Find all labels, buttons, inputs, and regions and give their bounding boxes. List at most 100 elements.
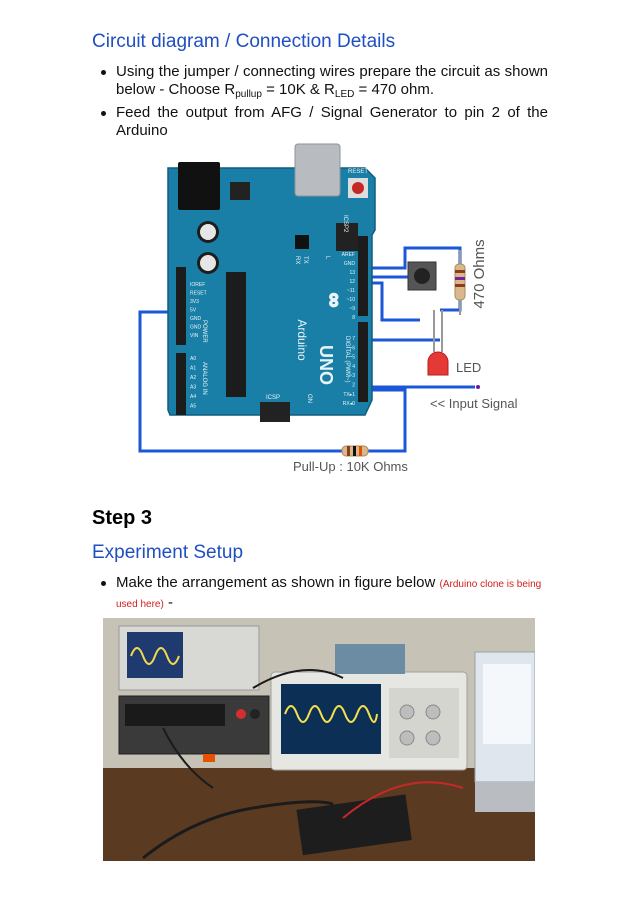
pin-label: VIN — [190, 333, 199, 339]
resistor-body — [454, 263, 466, 301]
pin-label: ~11 — [347, 288, 355, 294]
pin-label: GND — [190, 325, 202, 331]
bullet-text: = 10K & R — [261, 81, 335, 98]
icsp-label: ICSP — [266, 395, 280, 401]
resistor-band — [455, 270, 465, 273]
pin-label: A2 — [190, 375, 196, 381]
usb-chip — [295, 235, 309, 249]
pin-label: ~3 — [349, 373, 355, 379]
pin-label: 13 — [349, 270, 355, 276]
analog-header — [176, 353, 186, 415]
power-header — [176, 267, 186, 345]
icsp-header — [260, 402, 290, 422]
cable — [162, 727, 214, 789]
setup-photo — [103, 618, 535, 861]
list-item: Make the arrangement as shown in figure … — [92, 574, 548, 614]
afg-wave — [130, 647, 180, 665]
rx-label: RX — [294, 256, 300, 264]
pin-label: 12 — [349, 279, 355, 285]
scope-knob — [399, 704, 415, 720]
psu-terminal — [250, 709, 260, 719]
digital-label: DIGITAL (PWM~) — [344, 336, 350, 383]
icsp2-header — [336, 223, 358, 251]
tx-label: TX — [302, 256, 308, 264]
l-label: L — [324, 256, 330, 260]
wire-5v-pullup — [138, 310, 407, 453]
orange-clip — [203, 754, 215, 762]
bullet-text: Make the arrangement as shown in figure … — [116, 574, 440, 591]
pin-label: RX◂0 — [343, 401, 355, 407]
psu-display — [125, 704, 225, 726]
pin-label: ~9 — [349, 306, 355, 312]
list-item: Using the jumper / connecting wires prep… — [92, 63, 548, 104]
pin-label: GND — [190, 316, 202, 322]
board-outline — [167, 167, 376, 416]
resistor-470 — [454, 250, 466, 315]
capacitor-top — [200, 224, 216, 240]
pin-label: ~5 — [349, 355, 355, 361]
subscript: pullup — [235, 89, 262, 100]
pin-label: 8 — [352, 315, 355, 321]
led-label: LED — [456, 360, 481, 375]
section-heading-circuit: Circuit diagram / Connection Details — [92, 31, 396, 52]
bullet-icon — [101, 111, 106, 116]
pin-label: A1 — [190, 366, 196, 372]
bullet-icon — [101, 70, 106, 75]
laptop-window — [483, 664, 531, 744]
pin-label: 3V3 — [190, 299, 199, 305]
pin-label: 4 — [352, 364, 355, 370]
analog-in-label: ANALOG IN — [201, 362, 207, 395]
led-body — [427, 351, 449, 376]
usb-port — [294, 143, 341, 197]
pin-label: 2 — [352, 383, 355, 389]
pin-label: RESET — [190, 291, 207, 297]
board-brand: Arduino — [295, 319, 309, 361]
cable — [252, 669, 344, 689]
laptop-base — [475, 782, 535, 812]
digital-header — [358, 322, 368, 402]
reset-button — [352, 182, 364, 194]
button-cap — [414, 268, 430, 284]
resistor-band — [353, 446, 356, 456]
list-item: Feed the output from AFG / Signal Genera… — [92, 104, 548, 140]
pin-label: A3 — [190, 385, 196, 391]
pin-labels: IOREFRESET3V35VGNDGNDVINA0A1A2A3A4A5AREF… — [190, 252, 355, 410]
circuit-bullet-list: Using the jumper / connecting wires prep… — [92, 63, 548, 140]
wire-button — [365, 281, 420, 322]
probe-cable — [142, 800, 334, 860]
pin-label: A4 — [190, 394, 196, 400]
resistor-pullup — [341, 445, 369, 457]
on-label: ON — [306, 394, 312, 403]
input-point — [476, 385, 480, 389]
resistor-band — [455, 284, 465, 287]
scope-knob — [399, 730, 415, 746]
dc-jack — [178, 162, 220, 210]
resistor-band — [359, 446, 362, 456]
resistor-470-label: 470 Ohms — [471, 239, 488, 308]
arduino-clone — [296, 794, 412, 856]
subscript: LED — [334, 89, 355, 100]
board-model: UNO — [316, 345, 336, 385]
red-wire — [342, 781, 464, 819]
circuit-diagram: Arduino UNO ∞ ICSP ICSP2 RESET TX RX L O… — [138, 143, 518, 474]
pin-label: ~10 — [347, 297, 356, 303]
power-label: POWER — [201, 320, 207, 343]
scope-wave — [284, 705, 378, 723]
pullup-label: Pull-Up : 10K Ohms — [293, 459, 408, 474]
pin-label: TX▸1 — [343, 392, 355, 398]
setup-bullet-list: Make the arrangement as shown in figure … — [92, 574, 548, 614]
resistor-band — [455, 277, 465, 280]
led — [427, 310, 449, 376]
pin-label: A5 — [190, 404, 196, 410]
capacitor-top — [200, 255, 216, 271]
arduino-board: Arduino UNO ∞ ICSP ICSP2 RESET TX RX L O… — [167, 143, 376, 422]
push-button — [407, 261, 437, 291]
pin-label: AREF — [342, 252, 355, 258]
pin-label: IOREF — [190, 282, 205, 288]
pin-label: A0 — [190, 356, 196, 362]
top-digital-header — [358, 236, 368, 316]
input-signal-label: << Input Signal — [430, 396, 518, 411]
resistor-band — [347, 446, 350, 456]
bullet-text: = 470 ohm. — [354, 81, 434, 98]
